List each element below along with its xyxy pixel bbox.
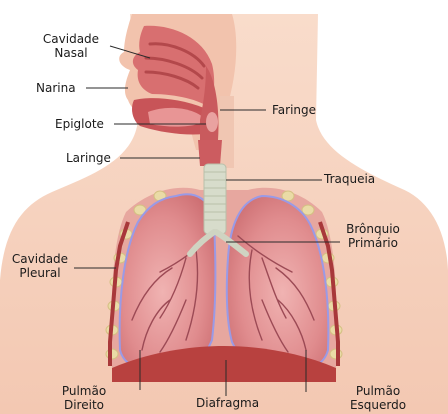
label-right-lung-line1: Pulmão <box>52 384 116 398</box>
label-right-lung: Pulmão Direito <box>52 384 116 412</box>
label-primary-bronchus-line1: Brônquio <box>336 222 410 236</box>
label-nostril: Narina <box>36 81 76 95</box>
label-epiglottis: Epiglote <box>55 117 104 131</box>
neck-column <box>220 96 234 168</box>
trachea-shape <box>204 164 226 234</box>
label-left-lung-line2: Esquerdo <box>342 398 414 412</box>
label-right-lung-line2: Direito <box>52 398 116 412</box>
label-pharynx: Faringe <box>272 103 316 117</box>
label-pleural-cavity: Cavidade Pleural <box>6 252 74 280</box>
label-left-lung: Pulmão Esquerdo <box>342 384 414 412</box>
label-pleural-cavity-line2: Pleural <box>6 266 74 280</box>
label-pleural-cavity-line1: Cavidade <box>6 252 74 266</box>
label-diaphragm: Diafragma <box>196 396 259 410</box>
larynx-shape <box>198 140 222 166</box>
label-larynx: Laringe <box>66 151 111 165</box>
label-primary-bronchus: Brônquio Primário <box>336 222 410 250</box>
label-trachea: Traqueia <box>324 172 375 186</box>
label-nasal-cavity-line2: Nasal <box>36 46 106 60</box>
label-left-lung-line1: Pulmão <box>342 384 414 398</box>
label-primary-bronchus-line2: Primário <box>336 236 410 250</box>
label-nasal-cavity-line1: Cavidade <box>36 32 106 46</box>
epiglottis-shape <box>206 112 218 132</box>
label-nasal-cavity: Cavidade Nasal <box>36 32 106 60</box>
